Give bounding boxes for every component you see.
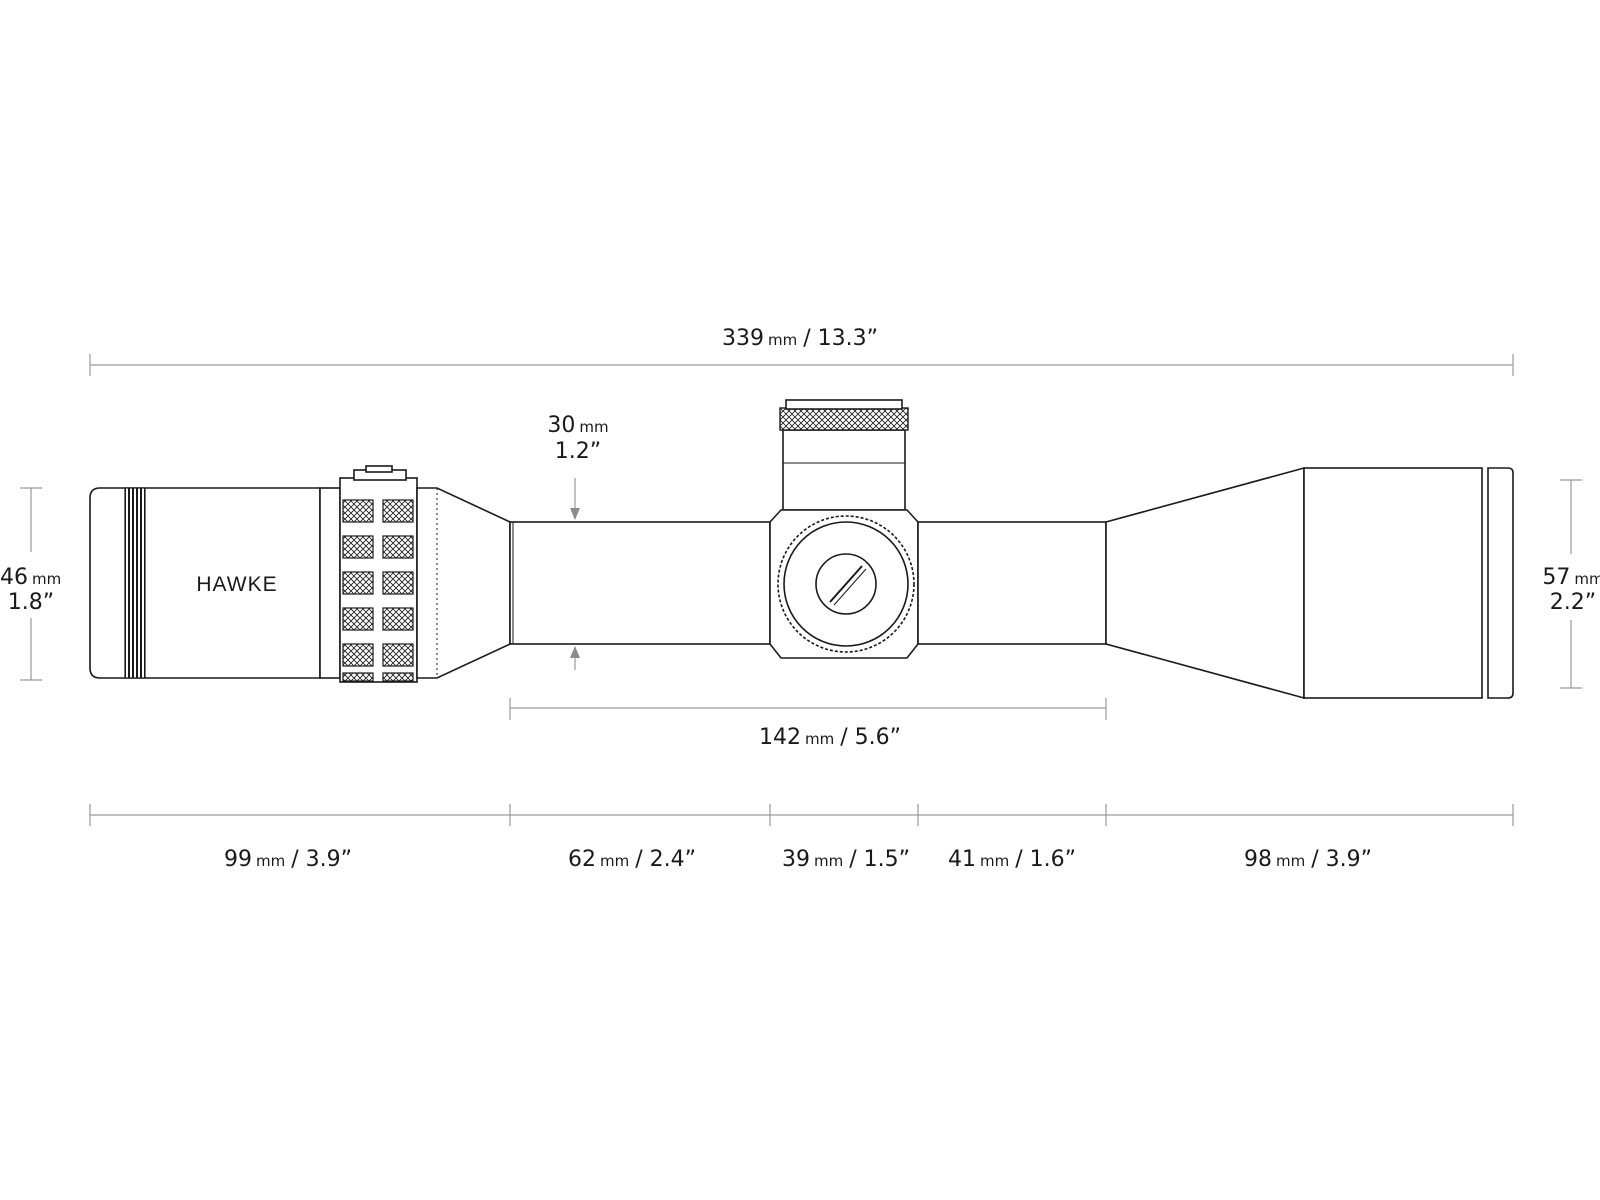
diopter-ring [124,487,146,679]
main-tube-rear [509,521,771,645]
tube-diameter-inch-label: 1.2” [555,439,601,464]
objective-bell [1105,466,1305,700]
arrow-up-icon [570,646,580,658]
objective-lens-ring [1487,467,1514,699]
eyepiece-housing [89,487,321,679]
arrow-down-icon [570,508,580,520]
brand-logo: HAWKE [196,573,277,596]
elevation-turret-cap [779,407,909,431]
objective-housing [1303,467,1483,699]
elevation-turret-stem [782,429,906,511]
eyepiece-diameter-inch-label: 1.8” [8,590,54,615]
main-tube-front [917,521,1107,645]
scope-body: HAWKE [89,399,1514,700]
power-ring-base [319,487,341,679]
objective-diameter-inch-label: 2.2” [1550,590,1596,615]
ocular-bell [416,487,511,679]
ring-grip-pads [342,499,414,682]
